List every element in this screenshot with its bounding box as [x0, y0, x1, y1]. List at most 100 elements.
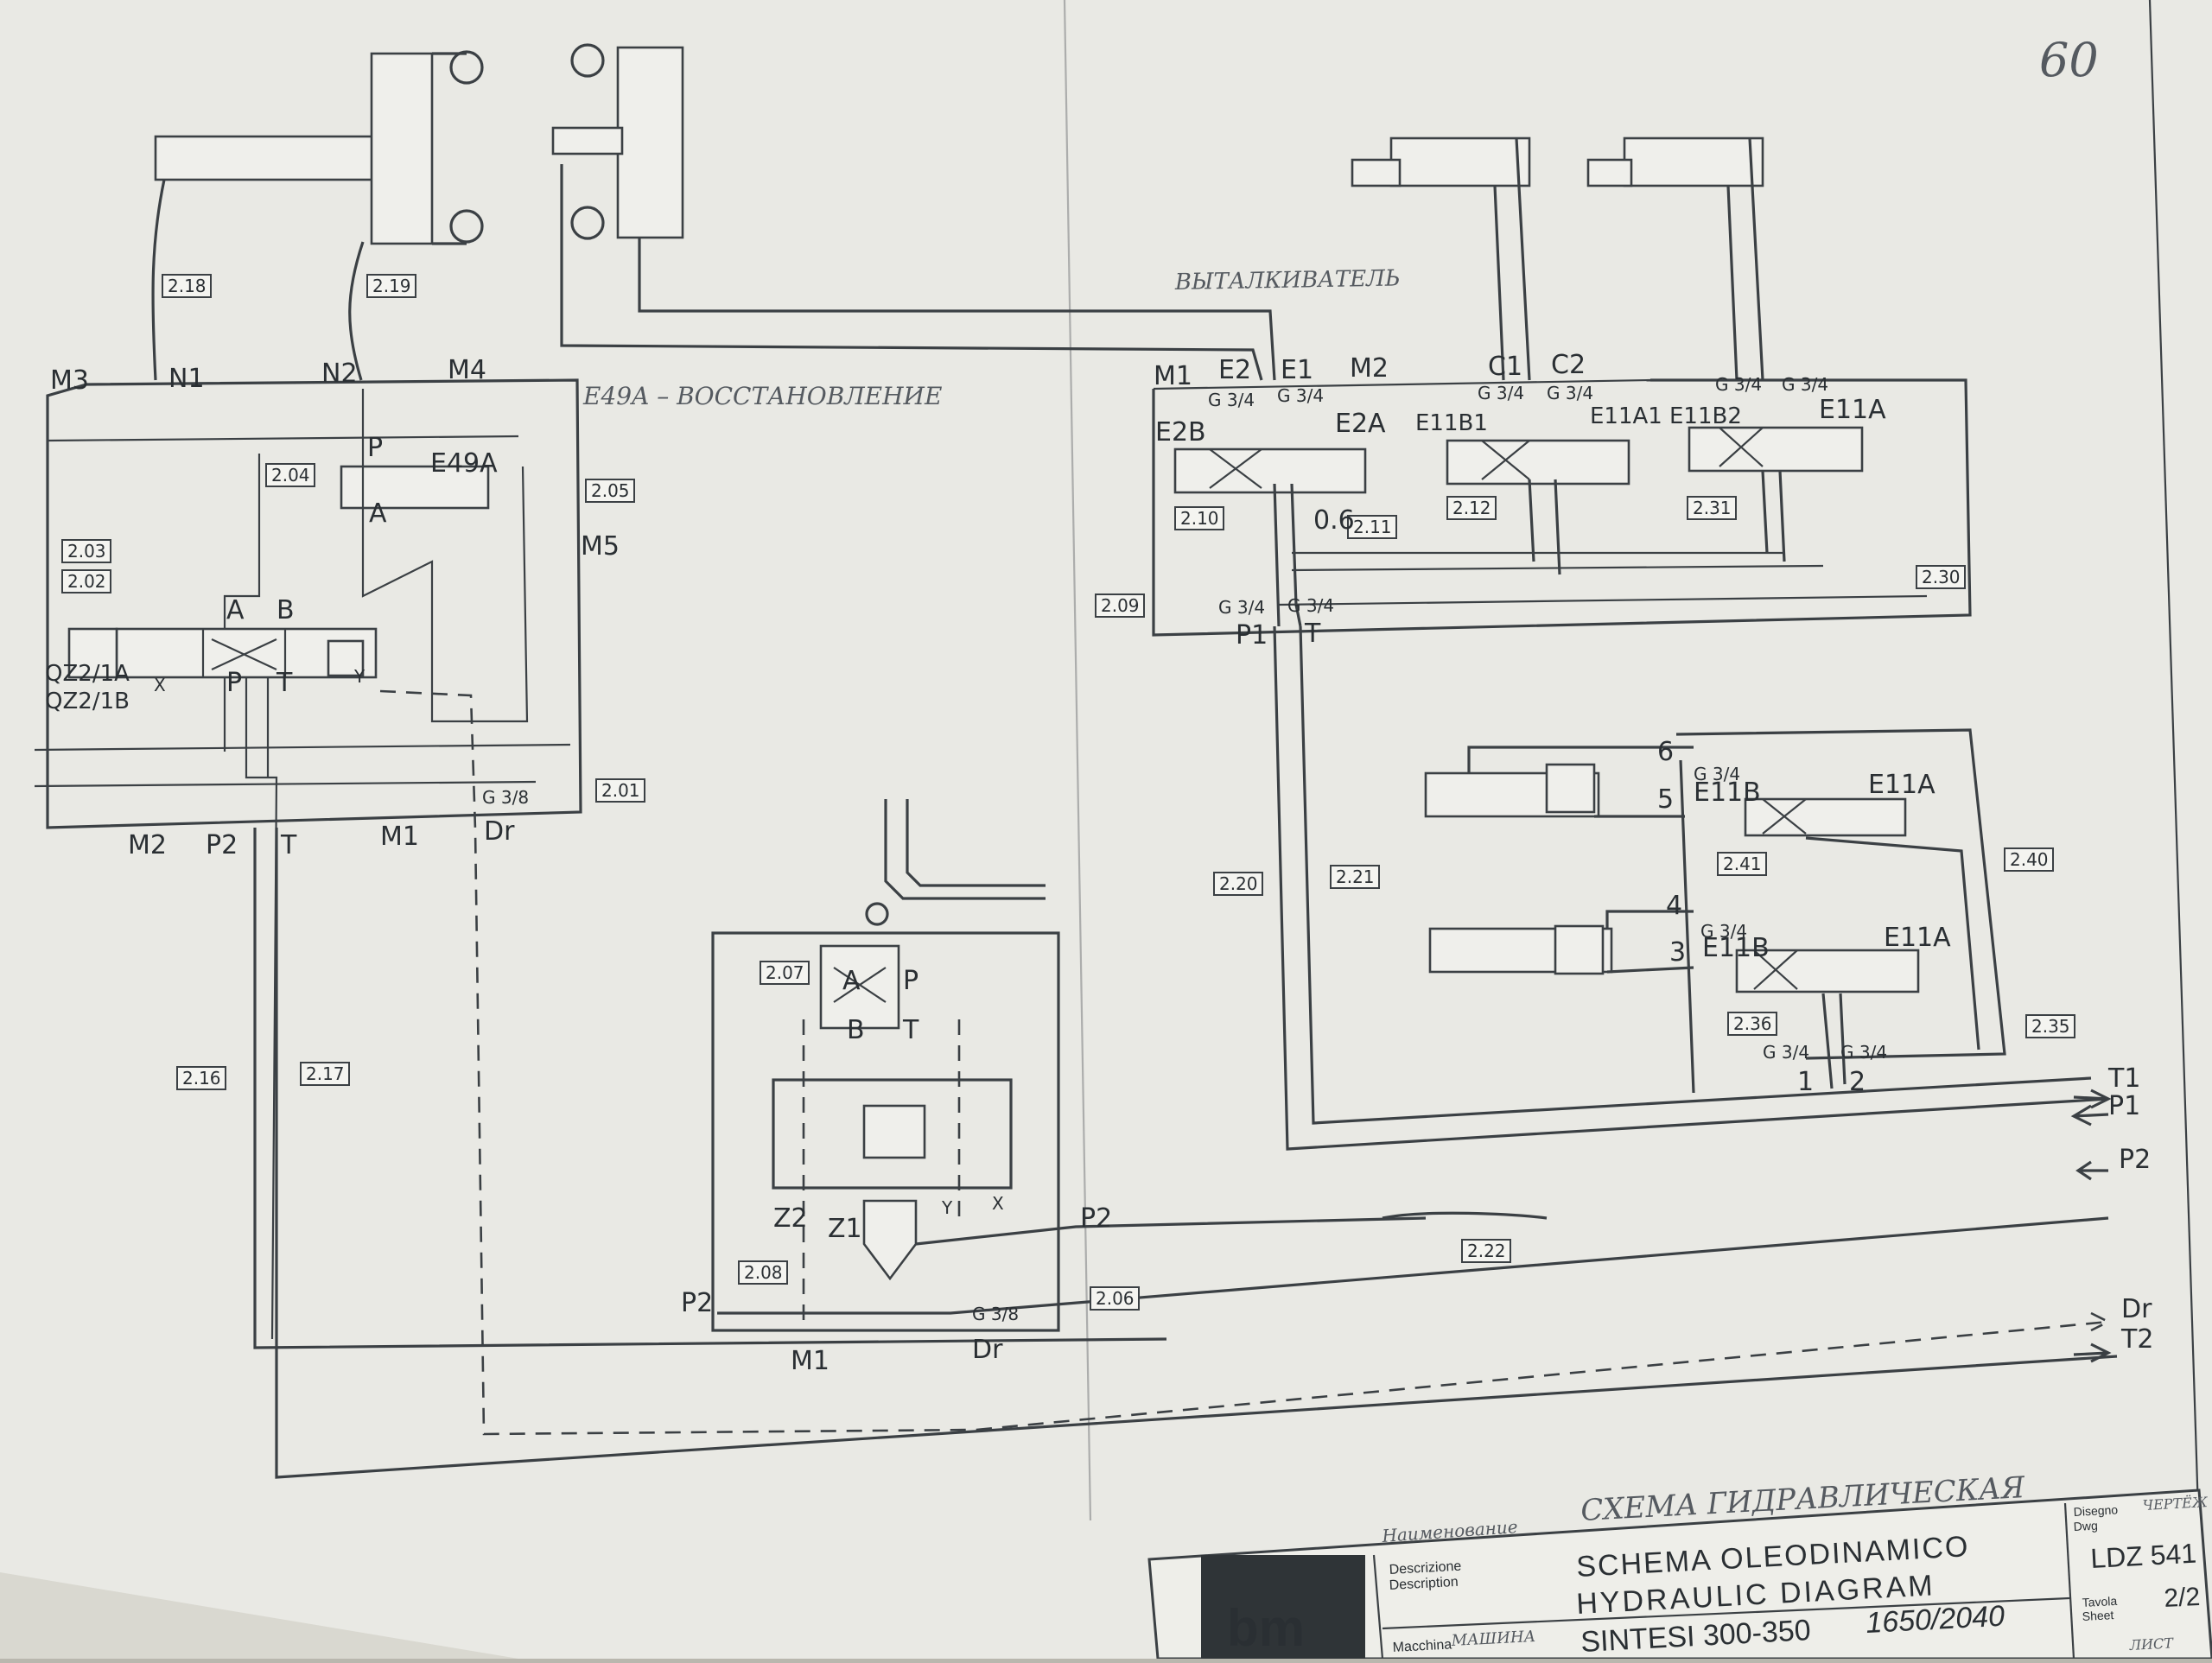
port-label-right-bottom: 1 [1797, 1067, 1814, 1097]
component-tag-box [760, 961, 810, 985]
component-tag-box [1347, 515, 1397, 539]
port-label-left: T [280, 830, 297, 860]
hose-2-16 [253, 828, 1167, 1349]
component-tag-box [1717, 852, 1767, 876]
component-tag: 2.21 [1336, 866, 1375, 887]
port-label-mid: B [847, 1015, 865, 1045]
component-tag: 2.04 [271, 465, 310, 486]
machine-size: 1650/2040 [1865, 1600, 2005, 1640]
right-cylinders [1351, 136, 1764, 381]
port-label-mid: Z2 [773, 1203, 808, 1234]
port-label-right-top: M2 [1350, 353, 1389, 384]
port-label-left: M2 [128, 830, 167, 860]
port-label-right-bottom: G 3/4 [1700, 921, 1747, 942]
component-tag: 2.03 [67, 541, 106, 562]
port-label-left: P [367, 433, 383, 463]
company-logo [1201, 1555, 1365, 1659]
component-tag-box [1330, 865, 1380, 889]
port-label-outlets: P1 [2108, 1091, 2140, 1121]
component-tag-box [300, 1062, 350, 1086]
port-label-left: Y [353, 666, 365, 687]
port-label-mid: P [903, 966, 918, 996]
port-label-left: M4 [448, 355, 486, 385]
hose-2-22 [1382, 1211, 1548, 1220]
component-tag: 2.07 [766, 962, 804, 983]
component-tag: 2.17 [306, 1063, 345, 1084]
port-label-mid: Z1 [828, 1214, 862, 1244]
component-tag: 2.19 [372, 276, 411, 296]
component-tag: 2.01 [601, 780, 640, 801]
port-label-right-top: E11A [1819, 395, 1886, 425]
port-label-mid: P2 [681, 1288, 713, 1318]
component-tag-box [1461, 1239, 1511, 1263]
port-label-mid: P2 [1080, 1203, 1112, 1234]
port-label-right-top: M1 [1154, 361, 1192, 391]
port-label-left: T [276, 668, 293, 698]
component-tag: 2.08 [744, 1262, 783, 1283]
component-tag: 2.41 [1723, 854, 1762, 874]
port-label-right-top: G 3/4 [1547, 383, 1593, 403]
port-label-mid: Dr [972, 1335, 1003, 1365]
component-tag-box [265, 463, 315, 487]
right-valve-manifold [1152, 378, 1972, 637]
title-divider [1372, 1554, 1384, 1660]
port-label-right-bottom: G 3/4 [1840, 1042, 1887, 1063]
component-tag: 2.30 [1922, 567, 1961, 587]
page-number: 60 [2039, 33, 2099, 87]
machine-label: Macchina [1392, 1637, 1452, 1655]
port-label-right-bottom: E11A [1884, 923, 1951, 953]
component-tag: 2.11 [1353, 517, 1392, 537]
fold-line [1063, 0, 1092, 1521]
pump-block [711, 799, 1427, 1332]
port-label-left: B [276, 595, 295, 625]
clamp-cylinders [154, 43, 684, 245]
port-label-mid: X [992, 1193, 1004, 1214]
sheet-label-ru: ЛИСТ [2128, 1634, 2174, 1653]
component-tag-box [2004, 847, 2054, 872]
port-label-right-top: C2 [1551, 350, 1586, 380]
port-label-left: QZ2/1A [45, 661, 130, 687]
port-label-mid: A [842, 966, 861, 996]
port-label-right-bottom: G 3/4 [1763, 1042, 1809, 1063]
title-block-frame [1147, 1488, 2212, 1660]
description-label-it: Descrizione [1389, 1559, 1461, 1577]
component-tag: 2.22 [1467, 1241, 1506, 1261]
port-label-right-bottom: E11A [1868, 770, 1936, 800]
port-label-left: N2 [321, 359, 358, 389]
component-tag: 2.20 [1219, 873, 1258, 894]
port-label-left: M3 [50, 365, 89, 396]
drawing-label-ru: ЧЕРТЁЖ [2142, 1493, 2209, 1514]
port-label-right-bottom: 3 [1669, 937, 1686, 968]
port-label-right-top: P1 [1236, 620, 1268, 651]
outlet-arrows [976, 1089, 2112, 1431]
component-tag-box [61, 539, 111, 563]
component-tag-box [1446, 496, 1497, 520]
sheet-label: Tavola [2082, 1594, 2117, 1609]
port-label-right-top: G 3/4 [1782, 374, 1828, 395]
port-label-left: Dr [484, 816, 515, 847]
component-tag: 2.40 [2010, 849, 2049, 870]
port-label-right-bottom: 6 [1657, 737, 1674, 767]
port-label-right-bottom: E11B [1694, 778, 1761, 808]
port-label-outlets: T1 [2107, 1063, 2140, 1094]
e49a-annotation: E49A – ВОССТАНОВЛЕНИЕ [582, 382, 942, 410]
port-label-right-top: G 3/4 [1208, 390, 1255, 410]
paper-shadow [0, 1572, 518, 1659]
component-tag: 2.12 [1452, 498, 1491, 518]
component-tag-box [176, 1066, 226, 1090]
hose-2-19 [348, 241, 365, 381]
port-label-right-top: E11B1 [1415, 410, 1488, 436]
port-label-outlets: T2 [2120, 1324, 2153, 1355]
hose-2-18 [151, 179, 166, 381]
machine-label-ru: МАШИНА [1450, 1628, 1536, 1650]
port-label-right-bottom: 2 [1849, 1067, 1866, 1097]
machine-divider [1382, 1596, 2070, 1630]
component-tag-box [61, 569, 111, 593]
component-tag-box [1727, 1012, 1777, 1036]
port-label-right-bottom: E11B [1702, 933, 1770, 963]
ejector-line-2 [638, 238, 1276, 381]
